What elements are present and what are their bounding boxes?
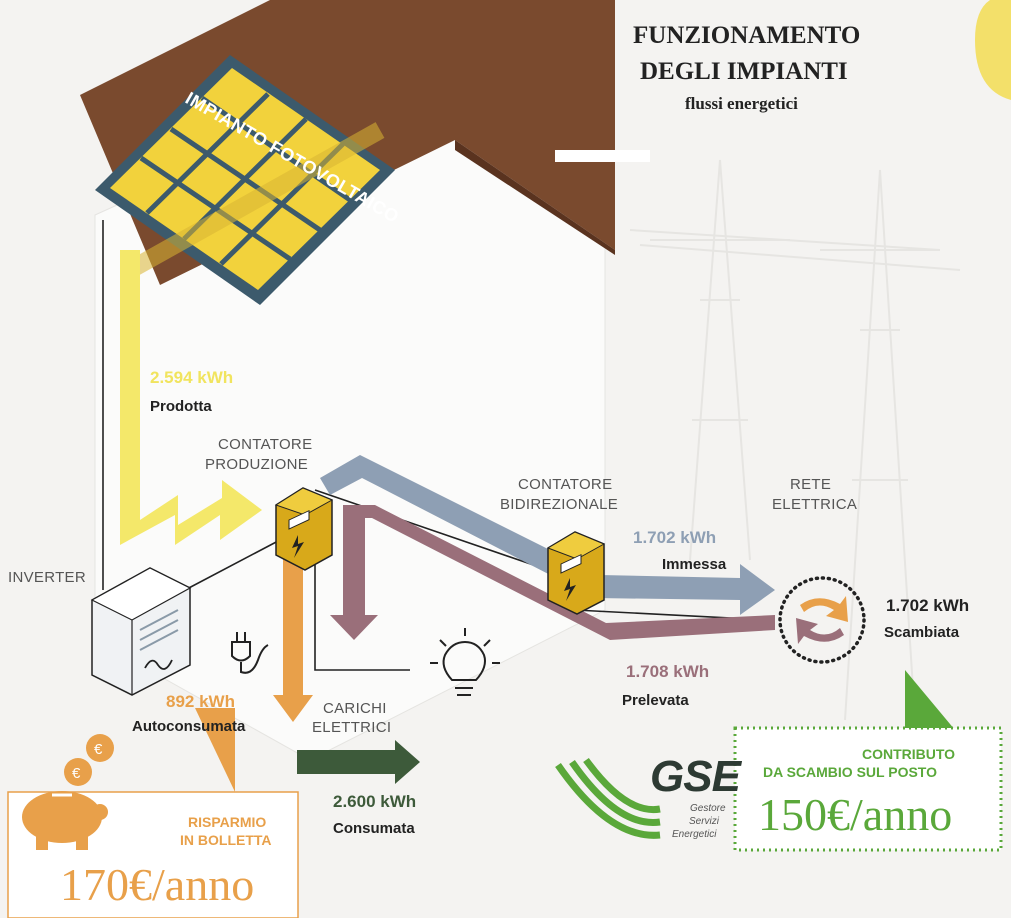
title-line1: FUNZIONAMENTO bbox=[633, 22, 861, 49]
label-autoconsumata: Autoconsumata bbox=[132, 718, 246, 735]
inverter-device bbox=[90, 567, 192, 696]
contributo-line2: DA SCAMBIO SUL POSTO bbox=[763, 764, 937, 780]
gse-line1: Gestore bbox=[690, 803, 726, 814]
label-carichi-1: CARICHI bbox=[323, 700, 387, 717]
label-consumata: Consumata bbox=[333, 820, 415, 837]
solar-panel bbox=[95, 55, 395, 305]
gse-logo-text: GSE bbox=[650, 752, 741, 801]
meter-bidirezionale bbox=[546, 531, 606, 615]
label-carichi-2: ELETTRICI bbox=[312, 719, 392, 736]
gse-pointer bbox=[905, 670, 955, 730]
label-contatore-produzione-1: CONTATORE bbox=[218, 436, 313, 453]
svg-text:€: € bbox=[72, 765, 81, 782]
plug-icon bbox=[231, 632, 269, 674]
bulb-icon bbox=[430, 628, 500, 696]
contributo-box bbox=[733, 726, 1003, 852]
pylons bbox=[629, 159, 961, 721]
gse-logo-mark bbox=[555, 757, 661, 839]
label-rete-1: RETE bbox=[790, 476, 832, 493]
risparmio-line2: IN BOLLETTA bbox=[180, 832, 272, 848]
scambio-icon bbox=[778, 576, 866, 664]
label-contatore-bidirezionale-2: BIDIREZIONALE bbox=[500, 496, 619, 513]
label-contatore-produzione-2: PRODUZIONE bbox=[205, 456, 309, 473]
risparmio-line1: RISPARMIO bbox=[188, 814, 267, 830]
value-prodotta: 2.594 kWh bbox=[150, 368, 234, 387]
sun-shape bbox=[975, 0, 1011, 100]
piggy-bank-icon bbox=[22, 791, 108, 850]
label-prelevata: Prelevata bbox=[622, 692, 689, 709]
contributo-amount: 150€/anno bbox=[758, 789, 953, 840]
value-scambiata: 1.702 kWh bbox=[886, 596, 970, 615]
subtitle: flussi energetici bbox=[685, 94, 798, 113]
label-contatore-bidirezionale-1: CONTATORE bbox=[518, 476, 613, 493]
flow-autoconsumata-arrow bbox=[273, 545, 313, 722]
flow-consumata-arrow bbox=[297, 740, 420, 784]
value-immessa: 1.702 kWh bbox=[633, 528, 717, 547]
gse-line3: Energetici bbox=[672, 829, 717, 840]
svg-text:€: € bbox=[94, 741, 103, 758]
flow-immessa-arrow bbox=[320, 455, 775, 615]
title-line2: DEGLI IMPIANTI bbox=[640, 58, 848, 85]
flow-prelevata-arrow bbox=[330, 505, 775, 640]
meter-produzione bbox=[274, 487, 334, 571]
euro-coins-icon: € € bbox=[64, 734, 114, 786]
label-immessa: Immessa bbox=[662, 556, 727, 573]
label-rete-2: ELETTRICA bbox=[772, 496, 858, 513]
risparmio-pointer bbox=[195, 708, 235, 792]
label-inverter: INVERTER bbox=[8, 569, 86, 586]
label-scambiata: Scambiata bbox=[884, 624, 960, 641]
flow-prodotta-arrow bbox=[120, 250, 262, 545]
value-consumata: 2.600 kWh bbox=[333, 792, 417, 811]
risparmio-amount: 170€/anno bbox=[60, 859, 255, 910]
label-prodotta: Prodotta bbox=[150, 398, 212, 415]
contributo-line1: CONTRIBUTO bbox=[862, 746, 956, 762]
value-autoconsumata: 892 kWh bbox=[166, 692, 235, 711]
value-prelevata: 1.708 kWh bbox=[626, 662, 710, 681]
gse-line2: Servizi bbox=[689, 816, 720, 827]
